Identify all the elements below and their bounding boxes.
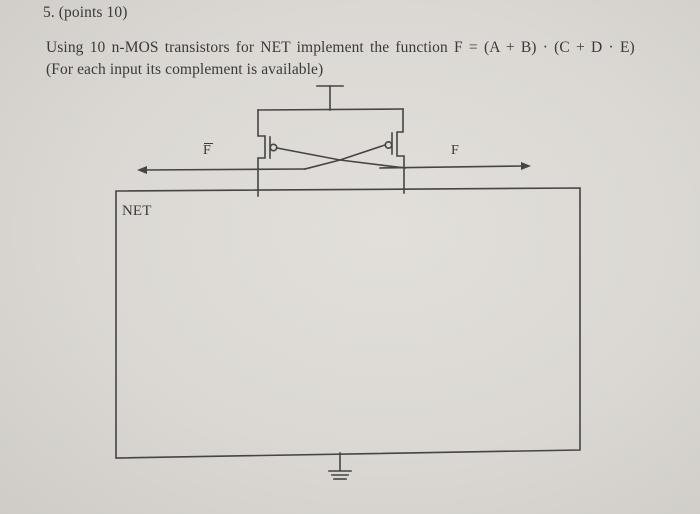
arrow-left-icon xyxy=(137,166,147,174)
overbar xyxy=(204,143,213,145)
gate-wire-right xyxy=(304,143,387,170)
net-box-label: NET xyxy=(122,203,152,219)
output-f-label: F xyxy=(451,143,459,158)
output-fbar-label: F xyxy=(203,143,213,159)
pmos-left-icon xyxy=(257,109,278,197)
net-box xyxy=(115,187,581,459)
ground-icon xyxy=(328,452,352,480)
output-fbar-wire xyxy=(142,168,306,171)
question-number: 5. (points 10) xyxy=(43,4,128,21)
question-prompt-line-2: (For each input its complement is availa… xyxy=(46,61,324,78)
arrow-right-icon xyxy=(521,162,531,170)
vdd-icon xyxy=(316,85,344,111)
supply-rail xyxy=(257,108,404,111)
question-prompt-line-1: Using 10 n-MOS transistors for NET imple… xyxy=(46,39,635,56)
output-f-wire xyxy=(379,165,525,169)
gate-wire-left xyxy=(276,147,406,169)
pmos-right-icon xyxy=(384,108,405,194)
